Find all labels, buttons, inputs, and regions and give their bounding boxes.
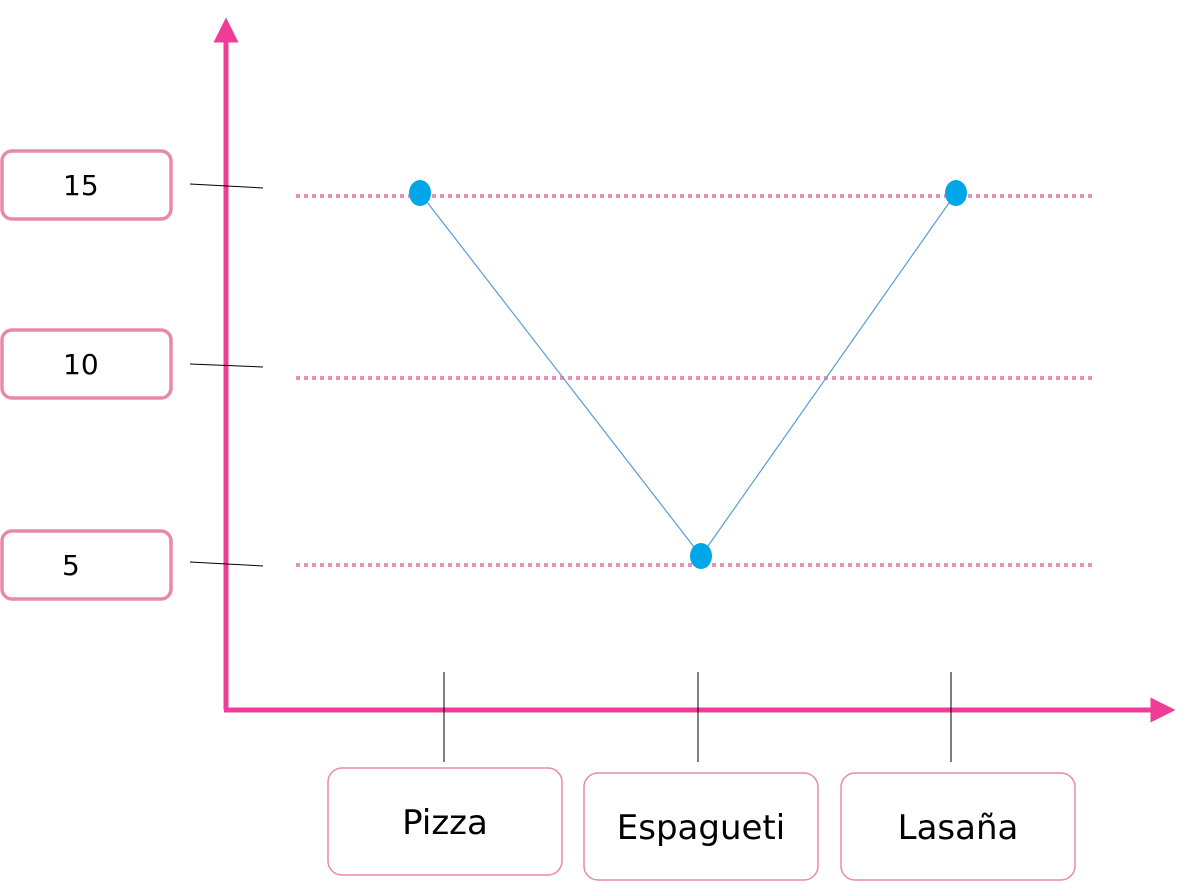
y-tick-label-box: 10 [0, 328, 264, 400]
x-tick-label: Espagueti [617, 808, 785, 848]
data-point [690, 543, 712, 569]
axes [213, 17, 1176, 723]
y-tick-label: 15 [63, 169, 99, 202]
data-point [945, 180, 967, 206]
y-tick-leader [189, 183, 264, 189]
x-tick-label-box: Pizza [327, 672, 563, 876]
y-tick-label-box: 5 [0, 529, 264, 601]
series-polyline [419, 192, 957, 558]
x-tick-label-box: Lasaña [840, 672, 1076, 881]
series-line [419, 192, 957, 558]
y-tick-labels: 15 10 5 [0, 149, 264, 601]
y-tick-leader [189, 363, 264, 368]
grid-lines [296, 194, 1092, 567]
y-tick-box [0, 529, 173, 601]
y-tick-box [0, 149, 173, 221]
x-tick-labels: Pizza Espagueti Lasaña [327, 672, 1076, 881]
data-points [409, 180, 967, 569]
y-tick-label: 10 [63, 348, 99, 381]
y-tick-box [0, 328, 173, 400]
x-tick-box [840, 772, 1076, 881]
y-tick-label: 5 [62, 549, 80, 582]
y-tick-label-box: 15 [0, 149, 264, 221]
x-tick-label: Pizza [402, 803, 488, 843]
x-tick-box [583, 772, 819, 881]
x-tick-box [327, 767, 563, 876]
x-tick-label: Lasaña [898, 808, 1019, 848]
data-point [409, 180, 431, 206]
x-tick-label-box: Espagueti [583, 672, 819, 881]
y-tick-leader [189, 561, 264, 567]
